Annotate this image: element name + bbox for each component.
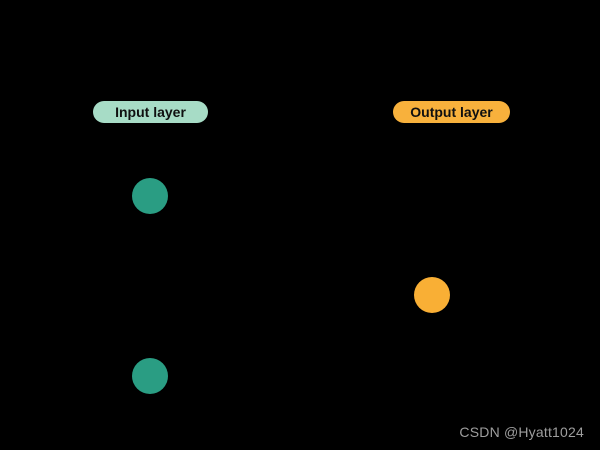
output-layer-label: Output layer (393, 101, 510, 123)
input-node-1 (132, 178, 168, 214)
watermark: CSDN @Hyatt1024 (459, 424, 584, 440)
output-node (414, 277, 450, 313)
input-layer-label: Input layer (93, 101, 208, 123)
input-node-2 (132, 358, 168, 394)
